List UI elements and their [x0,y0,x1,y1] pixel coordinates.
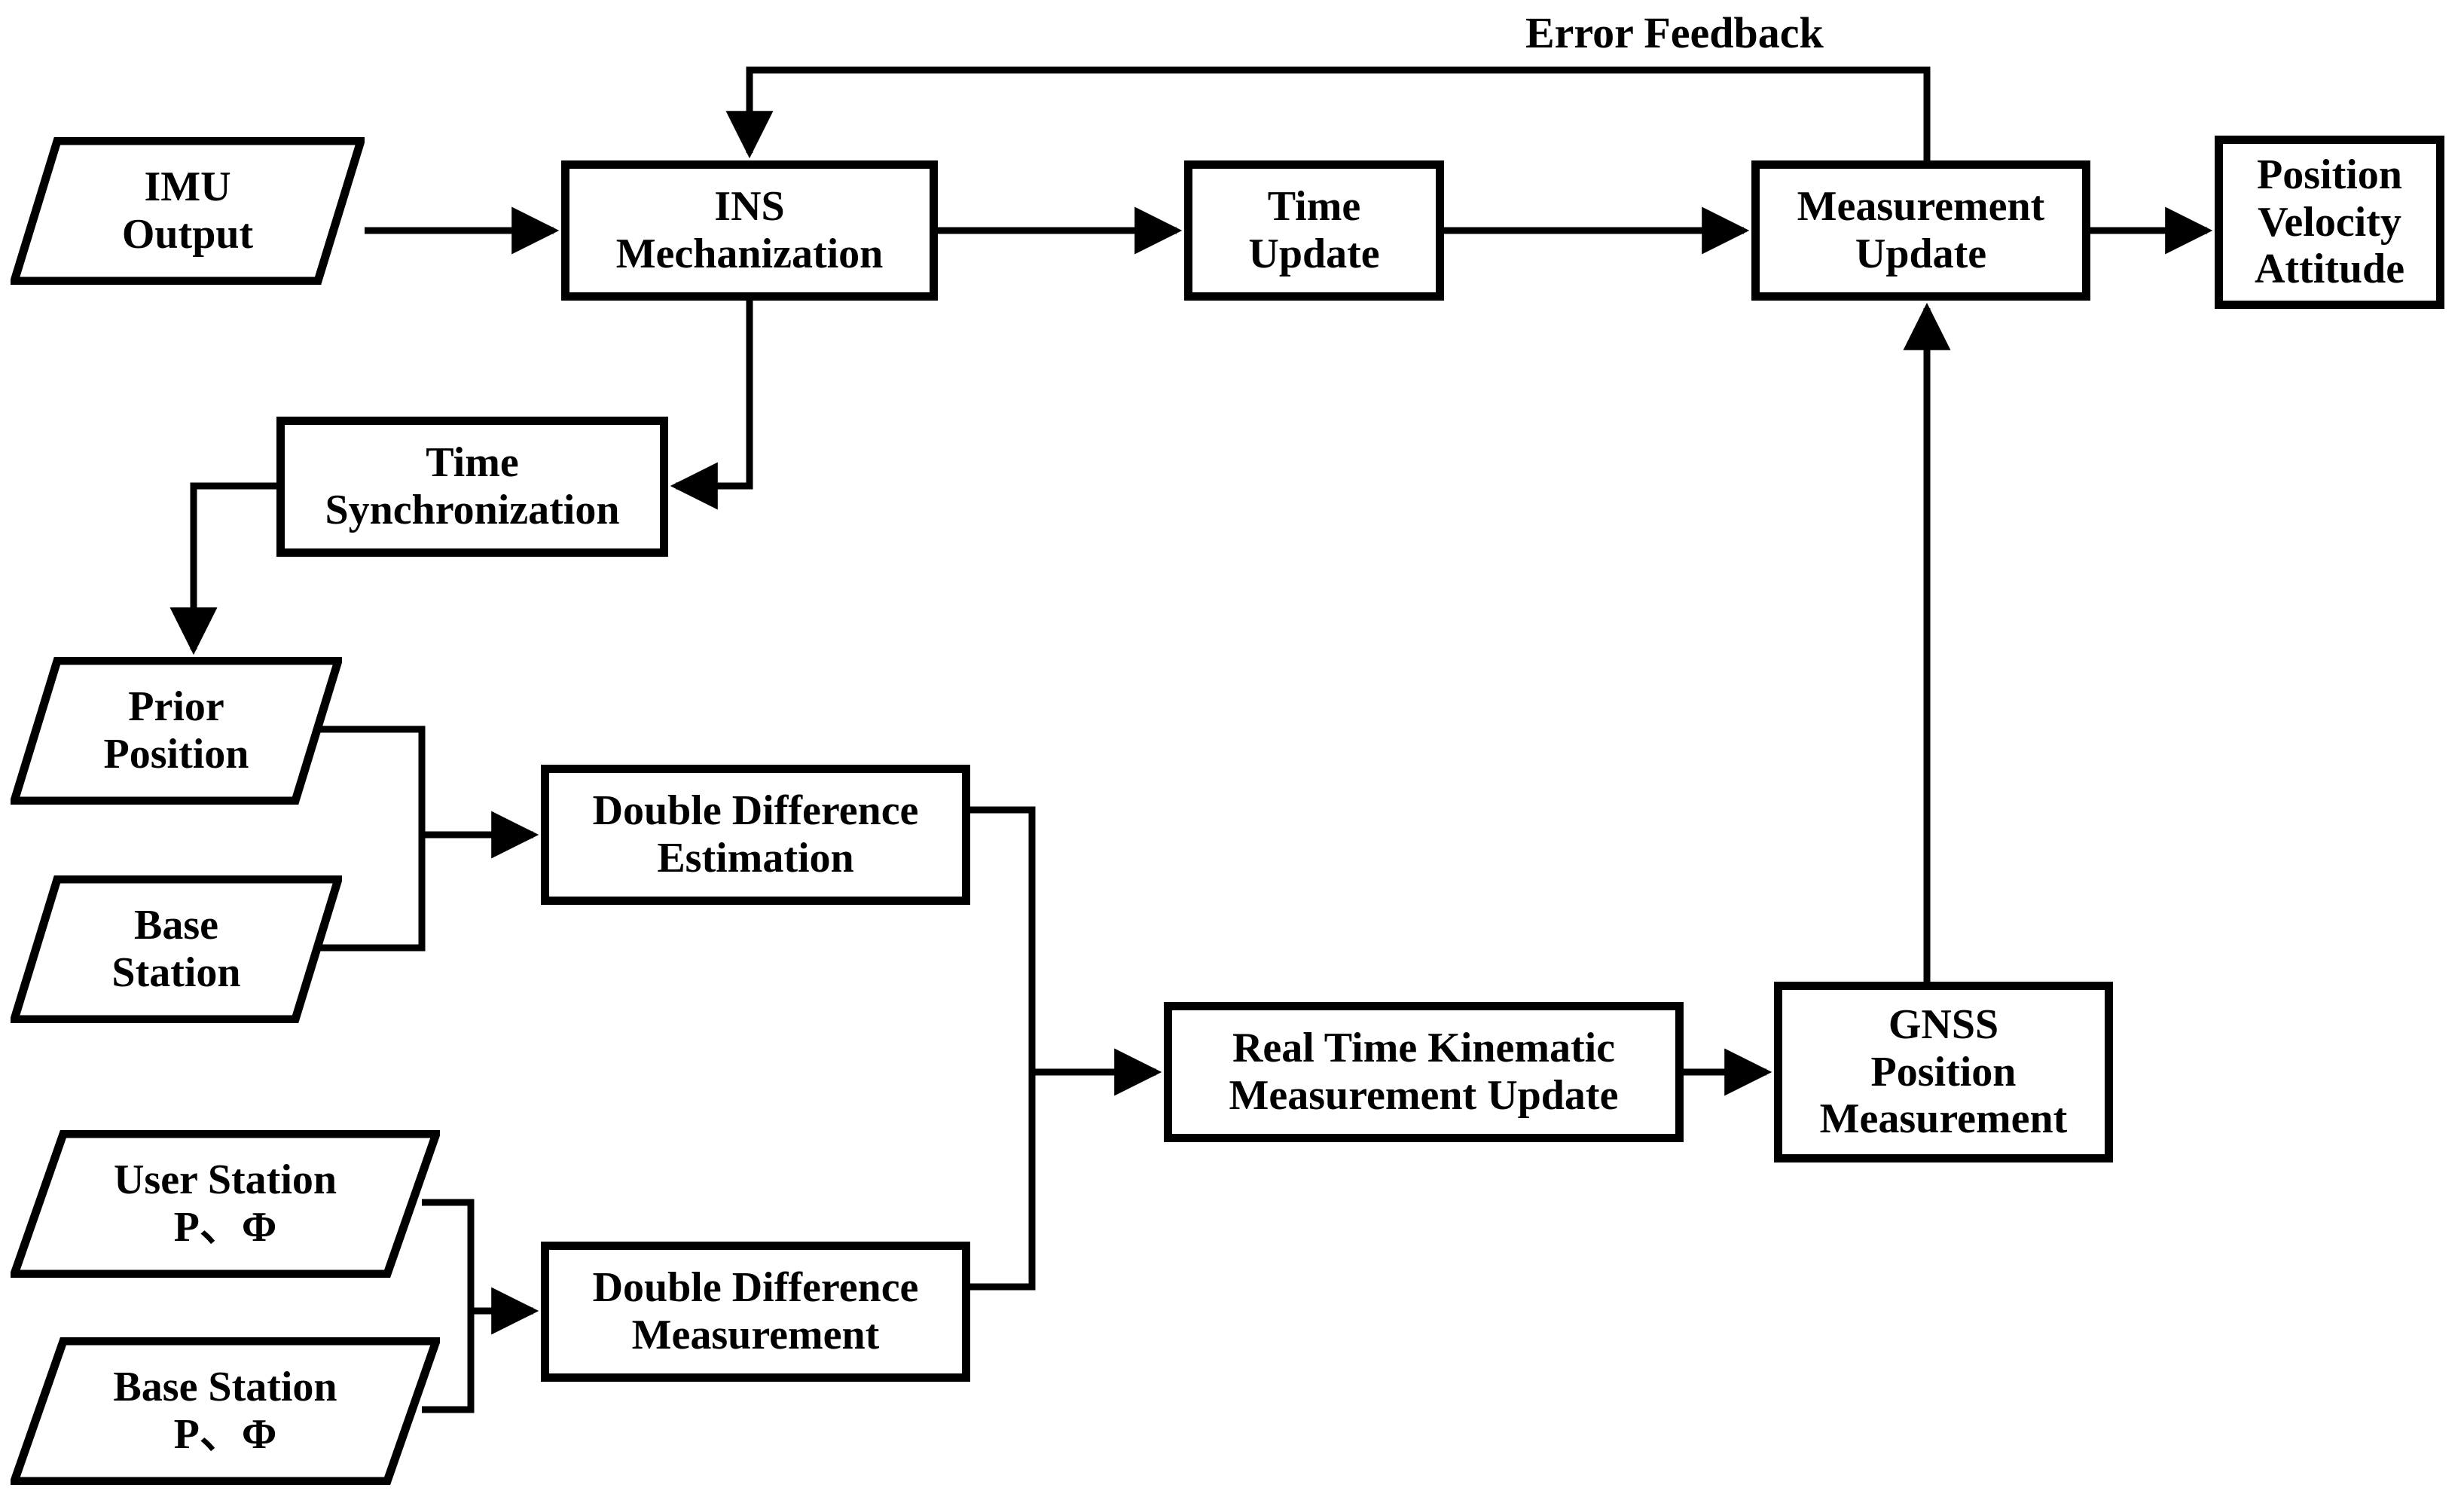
connector-time-sync-to-prior-position [169,482,276,655]
node-label: Velocity [2258,198,2401,246]
node-label: Update [1855,231,1987,277]
node-label: Position [2257,151,2402,198]
parallelogram-outline [11,137,365,285]
node-label: Real Time Kinematic [1232,1025,1616,1072]
node-label: GNSS [1888,1001,1999,1048]
node-label: Prior [128,683,224,731]
node-label: Output [121,211,254,258]
parallelogram-outline [11,1337,440,1485]
node-label: INS [714,183,785,231]
node-label: Synchronization [325,487,620,533]
node-label: P、Φ [173,1204,277,1251]
connector-prior-position-merge [320,726,426,835]
node-label: Position [103,731,249,778]
node-label: Double Difference [592,1264,919,1312]
connector-dd-estimation-merge [970,806,1036,1072]
connector-dd-measurement-merge [970,1072,1036,1291]
node-label: IMU [144,163,231,211]
parallelogram-outline [11,657,342,805]
node-label: Base Station [113,1364,337,1411]
node-label: Measurement Update [1229,1072,1619,1119]
parallelogram-outline [11,1130,440,1278]
node-label: Measurement [1797,183,2045,231]
node-label: Attitude [2254,246,2405,293]
connector-user-station-merge [422,1199,475,1311]
node-label: Time [426,439,519,487]
connector-ins-to-time-sync [670,301,753,510]
node-label: Time [1267,183,1361,231]
connector-base-station-merge [320,835,426,952]
node-label: Double Difference [592,787,919,835]
node-label: Estimation [657,835,854,881]
connector-base-station2-merge [422,1311,475,1413]
node-label: Measurement [1819,1095,2068,1143]
error-feedback-label: Error Feedback [1525,8,1824,57]
node-label: Update [1248,231,1380,277]
node-label: Base [134,902,218,949]
parallelogram-outline [11,875,342,1023]
node-label: Station [111,949,241,996]
node-label: User Station [113,1156,337,1204]
connector-feedback-from-measurement-update [725,66,1931,160]
node-label: Mechanization [615,231,884,277]
node-label: Position [1870,1048,2017,1095]
node-label: P、Φ [173,1411,277,1458]
node-label: Measurement [631,1312,880,1358]
